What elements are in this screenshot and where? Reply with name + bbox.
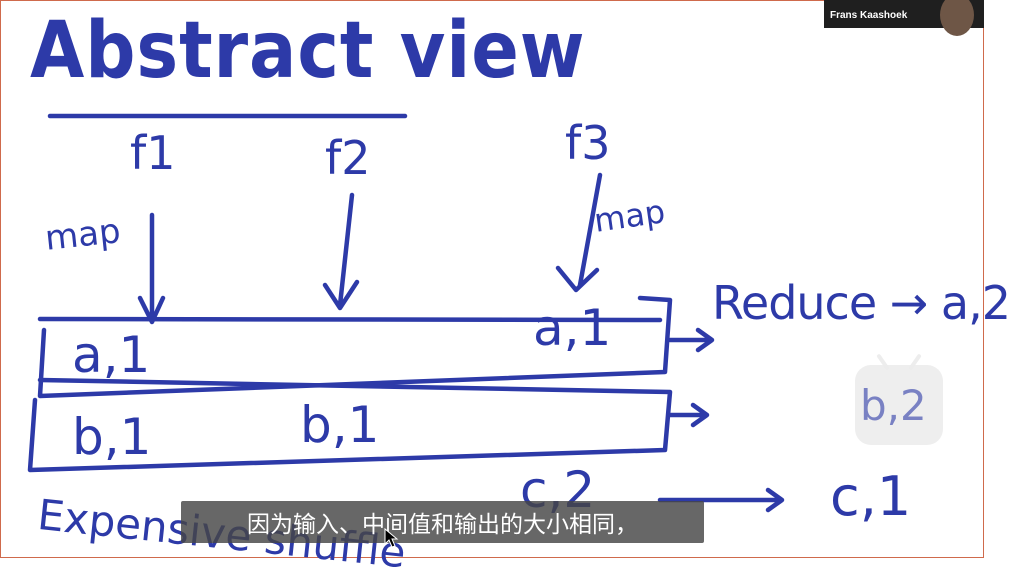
diagram-title: Abstract view bbox=[30, 6, 586, 96]
row-a-left-pair: a,1 bbox=[72, 326, 151, 384]
c-result-pair: c,1 bbox=[830, 465, 912, 528]
row-b-arrow bbox=[667, 402, 710, 428]
row-b-middle-pair: b,1 bbox=[300, 396, 380, 454]
subtitle-text: 因为输入、中间值和输出的大小相同， bbox=[247, 512, 638, 538]
map-label-left: map bbox=[43, 211, 123, 259]
f3-arrow bbox=[555, 172, 603, 293]
function-f2-label: f2 bbox=[325, 131, 371, 185]
row-b-box bbox=[27, 377, 673, 473]
subtitle-caption: 因为输入、中间值和输出的大小相同， bbox=[181, 501, 704, 543]
partition-line bbox=[37, 316, 663, 323]
row-a-arrow bbox=[667, 327, 715, 353]
webcam-overlay: Frans Kaashoek bbox=[824, 0, 984, 36]
whiteboard-drawing bbox=[27, 113, 785, 513]
function-f3-label: f3 bbox=[565, 116, 611, 170]
row-c-arrow bbox=[657, 487, 785, 513]
bilibili-logo-icon bbox=[855, 365, 943, 445]
partial-b-result: b,2 bbox=[860, 381, 927, 430]
map-label-right: map bbox=[591, 192, 668, 240]
speaker-video bbox=[940, 0, 974, 36]
reduce-label: Reduce → a,2 bbox=[712, 276, 1010, 330]
f1-arrow bbox=[137, 212, 166, 325]
f2-arrow bbox=[322, 192, 360, 311]
row-a-right-pair: a,1 bbox=[533, 299, 612, 357]
mouse-cursor-icon bbox=[384, 527, 399, 548]
speaker-name: Frans Kaashoek bbox=[830, 10, 908, 21]
row-b-left-pair: b,1 bbox=[72, 408, 152, 466]
function-f1-label: f1 bbox=[130, 126, 176, 180]
row-a-box bbox=[37, 295, 673, 399]
